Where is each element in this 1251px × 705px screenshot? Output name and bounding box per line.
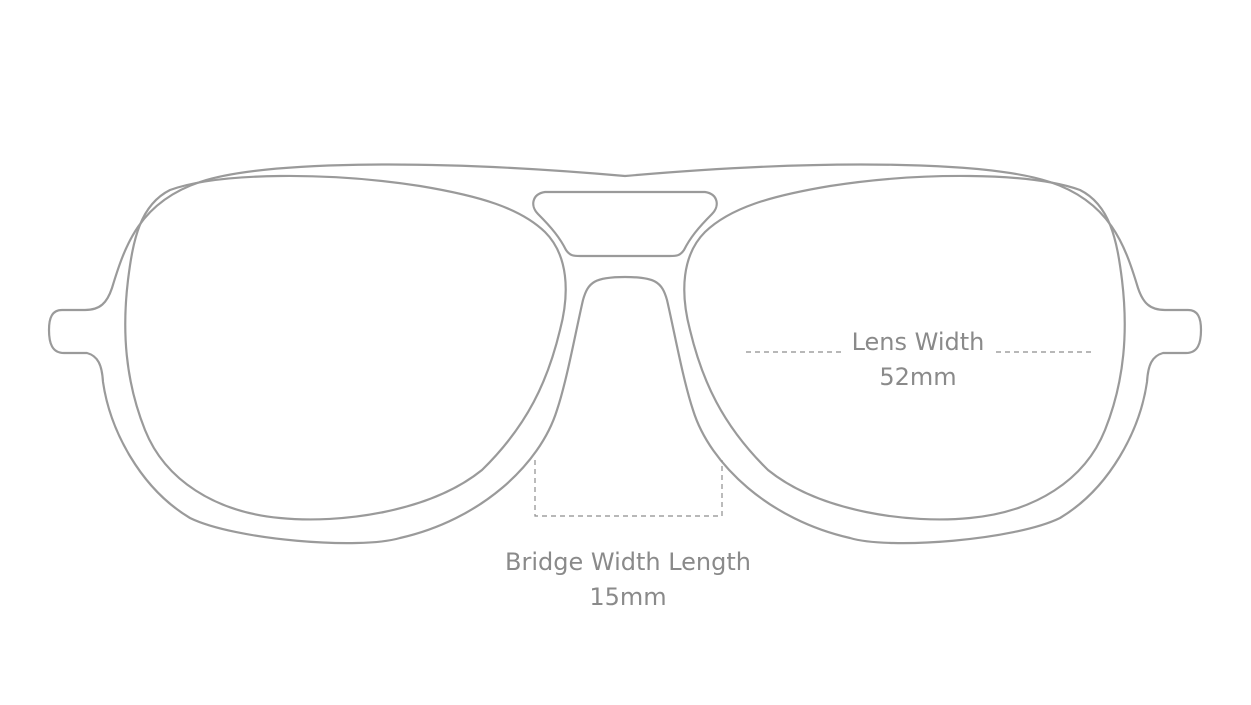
bridge-width-guide bbox=[534, 460, 723, 517]
bridge-width-annotation: Bridge Width Length 15mm bbox=[478, 545, 778, 615]
left-lens-outline bbox=[124, 174, 567, 521]
frame-outline bbox=[47, 163, 1203, 545]
right-lens-outline bbox=[683, 174, 1126, 521]
lens-width-annotation: Lens Width 52mm bbox=[818, 325, 1018, 395]
top-bridge-bar bbox=[532, 190, 718, 258]
lens-width-label: Lens Width bbox=[851, 328, 985, 356]
bridge-width-value: 15mm bbox=[589, 583, 667, 611]
bridge-width-label: Bridge Width Length bbox=[505, 548, 751, 576]
lens-width-value: 52mm bbox=[879, 363, 957, 391]
